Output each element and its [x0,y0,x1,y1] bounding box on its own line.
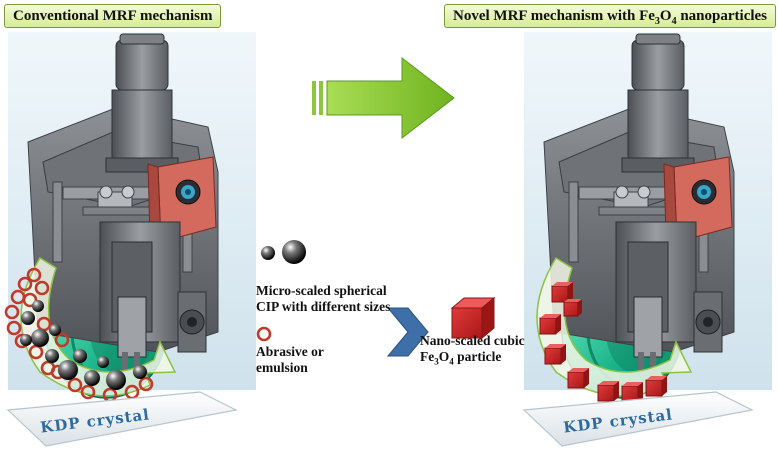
header-conventional-text: Conventional MRF mechanism [13,8,213,24]
legend-abrasive-ring [256,326,272,342]
header-oxygen: O [659,8,672,24]
chevron-arrow [386,307,429,357]
transition-arrow [312,56,455,140]
legend-nano-cube [450,296,496,340]
label-nano-fe3o4: Nano-scaled cubic Fe3O4 particle [420,333,540,370]
label-nano-line1: Nano-scaled cubic [420,333,525,348]
header-sub-3: 3 [654,16,660,27]
label-abrasive: Abrasive or emulsion [256,344,366,376]
kdp-crystal-plate-left [6,391,238,447]
label-nano-line2: Fe3O4 particle [420,349,540,370]
header-novel-text: Novel MRF mechanism with Fe [453,8,655,24]
right-flow-arrow [536,256,693,397]
cip-balls-left [20,300,147,390]
label-abrasive-line2: emulsion [256,360,308,375]
nano-cubes-right [539,282,667,403]
label-micro-line1: Micro-scaled spherical [256,283,387,298]
kdp-crystal-plate-right [522,391,754,447]
legend-large-ball [282,240,306,264]
label-nano-sub3: 3 [434,356,439,367]
label-nano-fe: Fe [420,349,435,364]
label-nano-sub4: 4 [449,356,454,367]
header-sub-4: 4 [671,16,677,27]
legend-small-ball [261,246,275,260]
header-novel-suffix: nanoparticles [676,8,768,24]
label-abrasive-line1: Abrasive or [256,344,324,359]
label-nano-suffix: particle [453,349,502,364]
header-conventional: Conventional MRF mechanism [4,4,222,28]
label-micro-cip: Micro-scaled spherical CIP with differen… [256,283,406,315]
header-novel: Novel MRF mechanism with Fe3O4 nanoparti… [444,4,777,28]
label-micro-line2: CIP with different sizes [256,299,391,314]
label-nano-o: O [438,349,450,364]
